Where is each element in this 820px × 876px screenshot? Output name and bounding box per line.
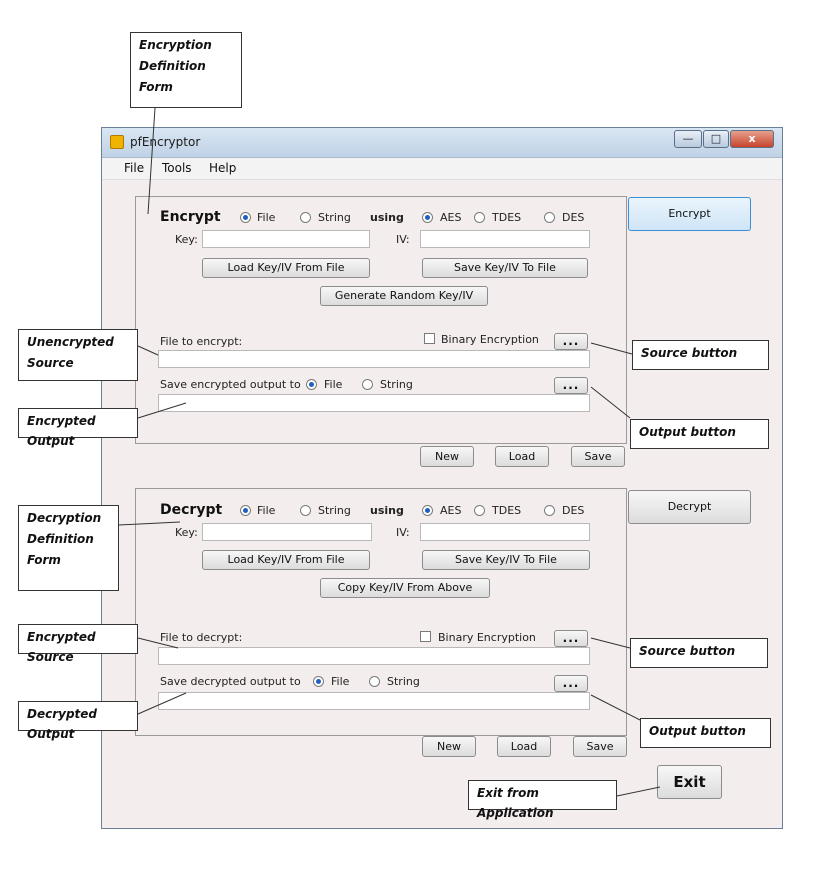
callout-decrypted-output: Decrypted Output [18, 701, 138, 741]
decrypt-title: Decrypt [160, 502, 223, 518]
callout-encrypted-source: Encrypted Source [18, 624, 138, 664]
close-button[interactable]: x [730, 130, 774, 148]
decrypt-output-file-radio[interactable] [313, 676, 324, 687]
decrypt-source-file-radio[interactable] [240, 505, 251, 516]
window-title: pfEncryptor [130, 135, 201, 149]
encrypt-source-file-radio[interactable] [240, 212, 251, 223]
decrypt-output-string-radio[interactable] [369, 676, 380, 687]
decrypt-load-button[interactable]: Load [497, 736, 551, 757]
encrypt-des-label: DES [562, 211, 585, 224]
decrypt-button[interactable]: Decrypt [628, 490, 751, 524]
encrypt-tdes-radio[interactable] [474, 212, 485, 223]
app-icon [110, 135, 124, 149]
decrypt-source-button[interactable]: ... [554, 630, 588, 647]
maximize-button[interactable]: □ [703, 130, 729, 148]
encrypt-source-string-radio[interactable] [300, 212, 311, 223]
encrypt-output-label: Save encrypted output to [160, 378, 301, 391]
decrypt-new-button[interactable]: New [422, 736, 476, 757]
decrypt-output-button[interactable]: ... [554, 675, 588, 692]
encrypt-using-label: using [370, 211, 404, 224]
encrypt-binary-label: Binary Encryption [441, 333, 539, 346]
encrypt-tdes-label: TDES [492, 211, 522, 224]
encrypt-new-button[interactable]: New [420, 446, 474, 467]
encrypt-binary-checkbox[interactable] [424, 333, 435, 344]
menu-bar: File Tools Help [102, 158, 782, 180]
decrypt-iv-label: IV: [396, 526, 410, 539]
decrypt-source-file-label: File [257, 504, 276, 517]
decrypt-aes-label: AES [440, 504, 462, 517]
decrypt-using-label: using [370, 504, 404, 517]
encrypt-output-file-label: File [324, 378, 343, 391]
decrypt-binary-checkbox[interactable] [420, 631, 431, 642]
decrypt-aes-radio[interactable] [422, 505, 433, 516]
encrypt-load-key-button[interactable]: Load Key/IV From File [202, 258, 370, 278]
decrypt-output-input[interactable] [158, 692, 590, 710]
callout-decryption-form: Decryption Definition Form [18, 505, 119, 591]
decrypt-save-key-button[interactable]: Save Key/IV To File [422, 550, 590, 570]
minimize-button[interactable]: — [674, 130, 702, 148]
decrypt-des-label: DES [562, 504, 585, 517]
encrypt-source-input[interactable] [158, 350, 590, 368]
decrypt-tdes-radio[interactable] [474, 505, 485, 516]
title-bar: pfEncryptor — □ x [102, 128, 782, 158]
decrypt-load-key-button[interactable]: Load Key/IV From File [202, 550, 370, 570]
encrypt-output-file-radio[interactable] [306, 379, 317, 390]
menu-tools[interactable]: Tools [162, 161, 192, 175]
decrypt-output-file-label: File [331, 675, 350, 688]
encrypt-save-button[interactable]: Save [571, 446, 625, 467]
encrypt-aes-radio[interactable] [422, 212, 433, 223]
menu-help[interactable]: Help [209, 161, 237, 175]
exit-button[interactable]: Exit [657, 765, 722, 799]
decrypt-tdes-label: TDES [492, 504, 522, 517]
callout-exit: Exit from Application [468, 780, 617, 820]
decrypt-key-input[interactable] [202, 523, 372, 541]
callout-encrypt-source-button: Source button [632, 340, 769, 370]
decrypt-binary-label: Binary Encryption [438, 631, 536, 644]
generate-random-key-button[interactable]: Generate Random Key/IV [320, 286, 488, 306]
menu-file[interactable]: File [124, 161, 145, 175]
encrypt-des-radio[interactable] [544, 212, 555, 223]
encrypt-aes-label: AES [440, 211, 462, 224]
encrypt-button[interactable]: Encrypt [628, 197, 751, 231]
decrypt-key-label: Key: [175, 526, 198, 539]
decrypt-source-input[interactable] [158, 647, 590, 665]
encrypt-key-input[interactable] [202, 230, 370, 248]
callout-encrypt-output-button: Output button [630, 419, 769, 449]
encrypt-source-string-label: String [318, 211, 351, 224]
encrypt-save-key-button[interactable]: Save Key/IV To File [422, 258, 588, 278]
callout-encrypted-output: Encrypted Output [18, 408, 138, 448]
encrypt-output-button[interactable]: ... [554, 377, 588, 394]
decrypt-des-radio[interactable] [544, 505, 555, 516]
encrypt-key-label: Key: [175, 233, 198, 246]
decrypt-output-label: Save decrypted output to [160, 675, 301, 688]
encrypt-load-button[interactable]: Load [495, 446, 549, 467]
file-to-encrypt-label: File to encrypt: [160, 335, 243, 348]
encrypt-iv-label: IV: [396, 233, 410, 246]
encrypt-source-button[interactable]: ... [554, 333, 588, 350]
callout-decrypt-output-button: Output button [640, 718, 771, 748]
encrypt-output-string-radio[interactable] [362, 379, 373, 390]
decrypt-save-button[interactable]: Save [573, 736, 627, 757]
encrypt-output-input[interactable] [158, 394, 590, 412]
decrypt-source-string-radio[interactable] [300, 505, 311, 516]
encrypt-iv-input[interactable] [420, 230, 590, 248]
callout-decrypt-source-button: Source button [630, 638, 768, 668]
decrypt-source-string-label: String [318, 504, 351, 517]
decrypt-output-string-label: String [387, 675, 420, 688]
callout-unencrypted-source: Unencrypted Source [18, 329, 138, 381]
file-to-decrypt-label: File to decrypt: [160, 631, 243, 644]
encrypt-title: Encrypt [160, 209, 221, 225]
decrypt-iv-input[interactable] [420, 523, 590, 541]
encrypt-source-file-label: File [257, 211, 276, 224]
callout-encryption-form: Encryption Definition Form [130, 32, 242, 108]
copy-key-from-above-button[interactable]: Copy Key/IV From Above [320, 578, 490, 598]
encrypt-output-string-label: String [380, 378, 413, 391]
